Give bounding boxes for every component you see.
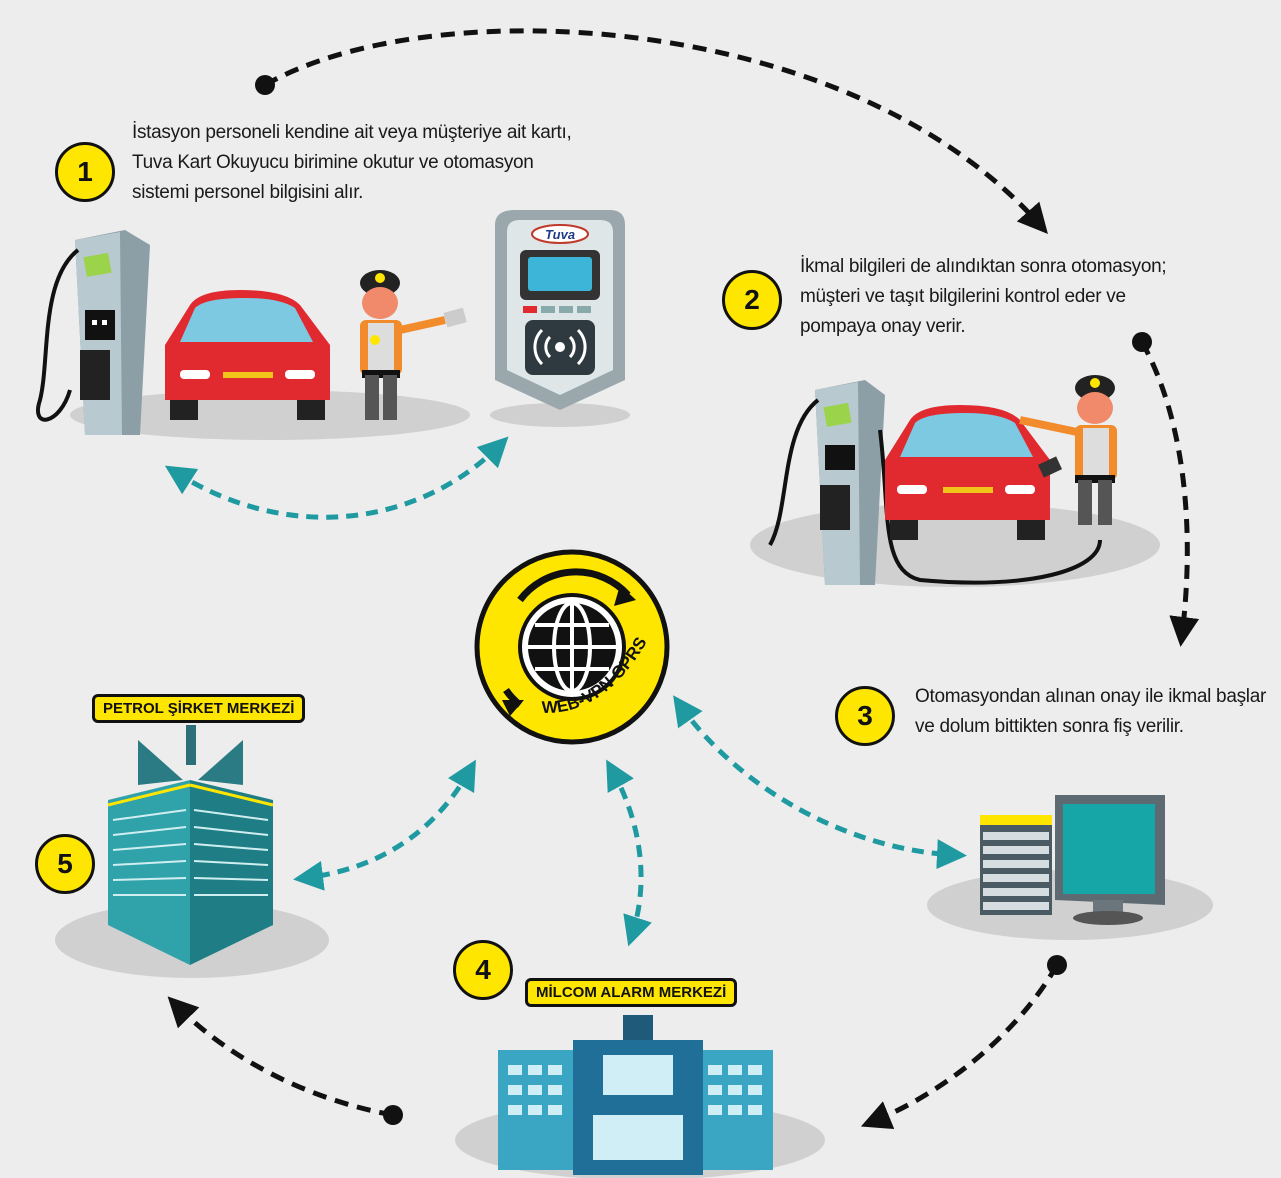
step-2-badge: 2	[722, 270, 782, 330]
shadow-reader	[490, 403, 630, 427]
car-icon-2	[885, 405, 1050, 540]
arrow-start-dot-2	[1132, 332, 1152, 352]
arrow-1-to-2	[263, 28, 1048, 234]
step-2-text: İkmal bilgileri de alındıktan sonra otom…	[800, 252, 1167, 342]
step-3-line: ve dolum bittikten sonra fiş verilir.	[915, 716, 1184, 737]
server-icon	[980, 815, 1052, 915]
car-icon	[165, 290, 330, 420]
arrow-3-to-4	[860, 963, 1060, 1130]
reader-logo: Tuva	[545, 227, 575, 242]
milcom-sign: MİLCOM ALARM MERKEZİ	[525, 978, 738, 1007]
petrol-hq-sign: PETROL ŞİRKET MERKEZİ	[92, 694, 306, 723]
step-1-line: sistemi personel bilgisini alır.	[132, 182, 364, 203]
step-2-line: müşteri ve taşıt bilgilerini kontrol ede…	[800, 286, 1126, 307]
arrow-4-to-5	[167, 996, 394, 1118]
workflow-arrows	[167, 28, 1200, 1130]
attendant-icon	[360, 270, 467, 420]
step-5-badge: 5	[35, 834, 95, 894]
network-hub: WEB-VPN-GPRS	[474, 549, 670, 745]
step-3-text: Otomasyondan alınan onay ile ikmal başla…	[915, 682, 1266, 742]
step-2-line: İkmal bilgileri de alındıktan sonra otom…	[800, 256, 1167, 277]
link-hub-milcom	[606, 759, 652, 947]
link-hub-computer	[673, 695, 967, 870]
step-3-line: Otomasyondan alınan onay ile ikmal başla…	[915, 686, 1267, 707]
step-1-line: Tuva Kart Okuyucu birimine okutur ve oto…	[132, 152, 534, 173]
building-icon	[107, 725, 274, 965]
fuel-pump-icon-2	[768, 380, 1102, 585]
link-hub-petrol	[293, 759, 476, 891]
attendant-icon-2	[1019, 375, 1117, 525]
step-1-line: İstasyon personeli kendine ait veya müşt…	[132, 122, 572, 143]
computer-icon	[980, 795, 1165, 925]
step-1-text: İstasyon personeli kendine ait veya müşt…	[132, 118, 572, 208]
fuel-pump-icon	[36, 230, 150, 435]
step-1-badge: 1	[55, 142, 115, 202]
step-3-badge: 3	[835, 686, 895, 746]
arrow-start-dot-3	[1047, 955, 1067, 975]
arrow-start-dot-1	[255, 75, 275, 95]
step-4-badge: 4	[453, 940, 513, 1000]
globe-icon	[518, 593, 626, 701]
link-pump-reader	[164, 436, 509, 520]
step-2-line: pompaya onay verir.	[800, 316, 966, 337]
data-link-arrows	[164, 436, 967, 947]
milcom-building-icon	[498, 1015, 773, 1175]
arrow-start-dot-4	[383, 1105, 403, 1125]
arrow-2-to-3	[1139, 340, 1200, 647]
card-reader-icon: Tuva	[495, 210, 625, 410]
